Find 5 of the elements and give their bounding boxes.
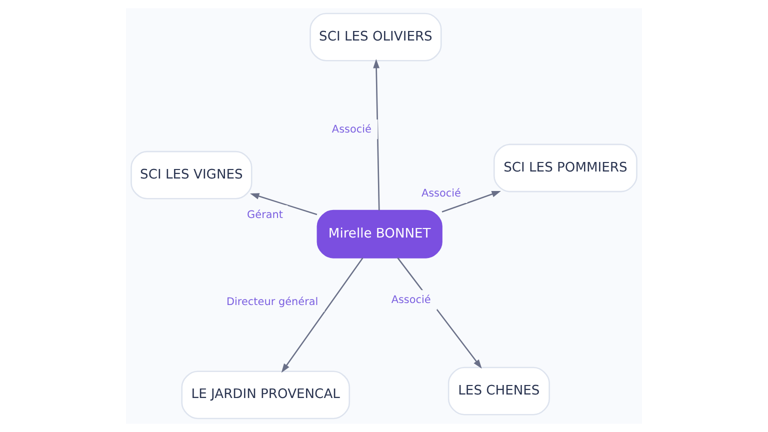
- edge-label: Associé: [332, 123, 372, 136]
- edge-label: Associé: [391, 294, 431, 306]
- edge-label: Associé: [421, 187, 461, 200]
- edge-label: Directeur général: [226, 296, 318, 308]
- edge-label: Gérant: [247, 209, 284, 222]
